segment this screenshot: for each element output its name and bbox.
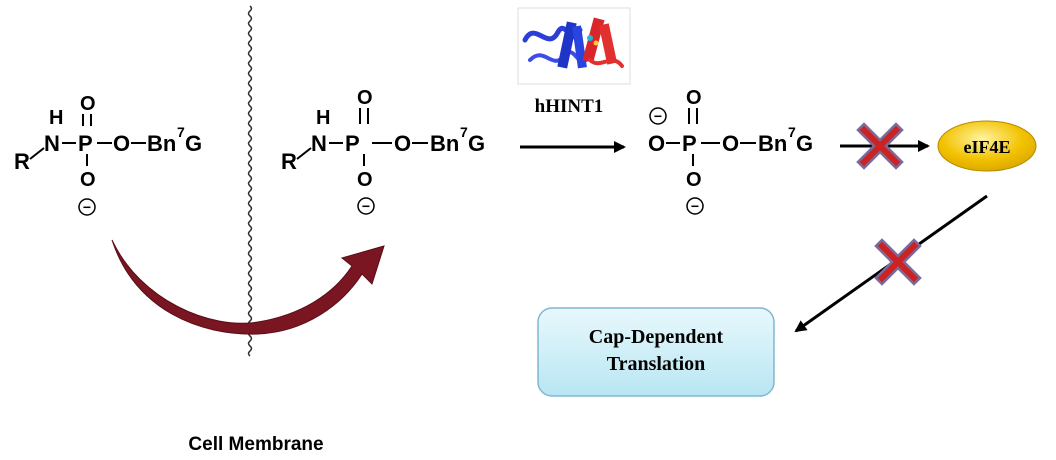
molecule-right: − O P O O − O Bn 7 G [648,87,813,215]
negative-charge-left: − [654,108,662,124]
outcome-line-2: Translation [607,353,706,375]
negative-charge-circle-bottom [686,197,704,215]
eif4e-label: eIF4E [964,137,1011,157]
atom-n: N [44,131,60,156]
inhibit-x-icon [856,122,904,170]
curved-transport-arrow [111,239,385,335]
atom-h: H [316,107,330,129]
atom-r: R [14,149,30,174]
molecule-middle: H N R P O O − O Bn 7 G [281,87,485,215]
protein-structure-icon [517,7,631,85]
atom-p: P [682,131,697,156]
atom-p: P [78,131,93,156]
negative-charge: − [83,199,91,215]
atom-h: H [49,107,63,129]
atom-o-bottom: O [357,169,373,191]
cap-dependent-translation-box [537,307,775,397]
group-bn: Bn [758,131,787,156]
negative-charge-circle-left [649,107,667,125]
negative-charge: − [362,198,370,214]
atom-o-ester: O [722,131,739,156]
atom-r: R [281,149,297,174]
atom-n: N [311,131,327,156]
negative-charge-circle [78,198,96,216]
group-g: G [468,131,485,156]
cell-membrane-line [247,5,253,357]
superscript-7: 7 [177,124,185,140]
group-g: G [185,131,202,156]
group-bn: Bn [430,131,459,156]
eif4e-protein [937,120,1037,172]
atom-o-left: O [648,131,665,156]
group-bn: Bn [147,131,176,156]
atom-p: P [345,131,360,156]
atom-o-bottom: O [80,169,96,191]
atom-o-top: O [686,87,702,109]
atom-o-ester: O [394,131,411,156]
atom-o-ester: O [113,131,130,156]
superscript-7: 7 [788,124,796,140]
inhibit-x-icon [874,238,922,286]
atom-o-top: O [80,93,96,115]
enzyme-label: hHINT1 [535,96,604,117]
atom-o-top: O [357,87,373,109]
bond-r-n [29,147,45,160]
negative-charge-bottom: − [691,198,699,214]
bond-r-n [296,147,312,160]
outcome-line-1: Cap-Dependent [589,326,724,348]
atom-o-bottom: O [686,169,702,191]
cell-membrane-label: Cell Membrane [188,434,323,455]
negative-charge-circle [357,197,375,215]
group-g: G [796,131,813,156]
molecule-left: H N R P O O − O Bn 7 G [14,93,202,216]
superscript-7: 7 [460,124,468,140]
